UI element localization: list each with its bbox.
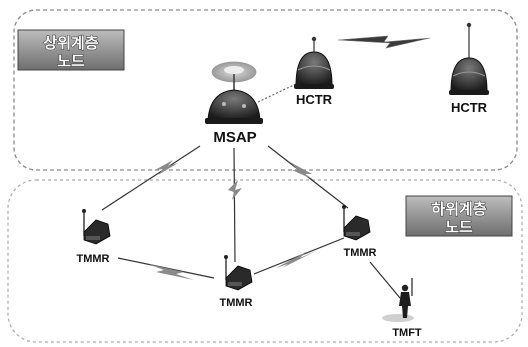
link-msap-tmmr-bottom	[233, 147, 236, 263]
lower-tier-region	[7, 179, 523, 343]
tmmr-bottom-label: TMMR	[220, 297, 253, 309]
link-tmmr-right-tmft	[369, 261, 401, 299]
wireless-link-icon	[228, 180, 242, 200]
upper-tier-tag-line2: 노드	[57, 52, 85, 70]
tmmr-bottom-node-icon	[224, 255, 253, 291]
lower-tier-tag: 하위계층 노드	[405, 195, 513, 237]
wireless-link-icon	[276, 250, 318, 268]
wireless-link-icon	[290, 162, 314, 180]
hctr-1-node-icon	[294, 36, 334, 89]
wireless-link-icon	[155, 160, 178, 175]
hctr-2-label: HCTR	[451, 100, 488, 115]
tmmr-left-node-icon	[82, 209, 111, 245]
link-msap-hctr	[257, 81, 301, 103]
tmmr-right-label: TMMR	[344, 247, 377, 259]
tmmr-right-node-icon	[342, 205, 371, 241]
tmft-soldier-icon	[382, 278, 414, 322]
hctr-1-label: HCTR	[296, 92, 333, 107]
tmmr-left-label: TMMR	[77, 253, 110, 265]
lower-tier-tag-line1: 하위계층	[431, 200, 486, 218]
msap-label: MSAP	[213, 129, 256, 146]
link-msap-tmmr-left	[101, 145, 201, 211]
hctr-2-node-icon	[449, 22, 489, 95]
msap-node-icon	[205, 61, 263, 124]
upper-tier-tag-line1: 상위계층	[43, 34, 98, 52]
wireless-link-icon	[148, 264, 194, 280]
wireless-hctr-hctr-icon	[337, 35, 431, 49]
lower-tier-tag-line2: 노드	[445, 218, 473, 236]
upper-tier-tag: 상위계층 노드	[17, 29, 125, 71]
tmft-label: TMFT	[392, 327, 422, 339]
